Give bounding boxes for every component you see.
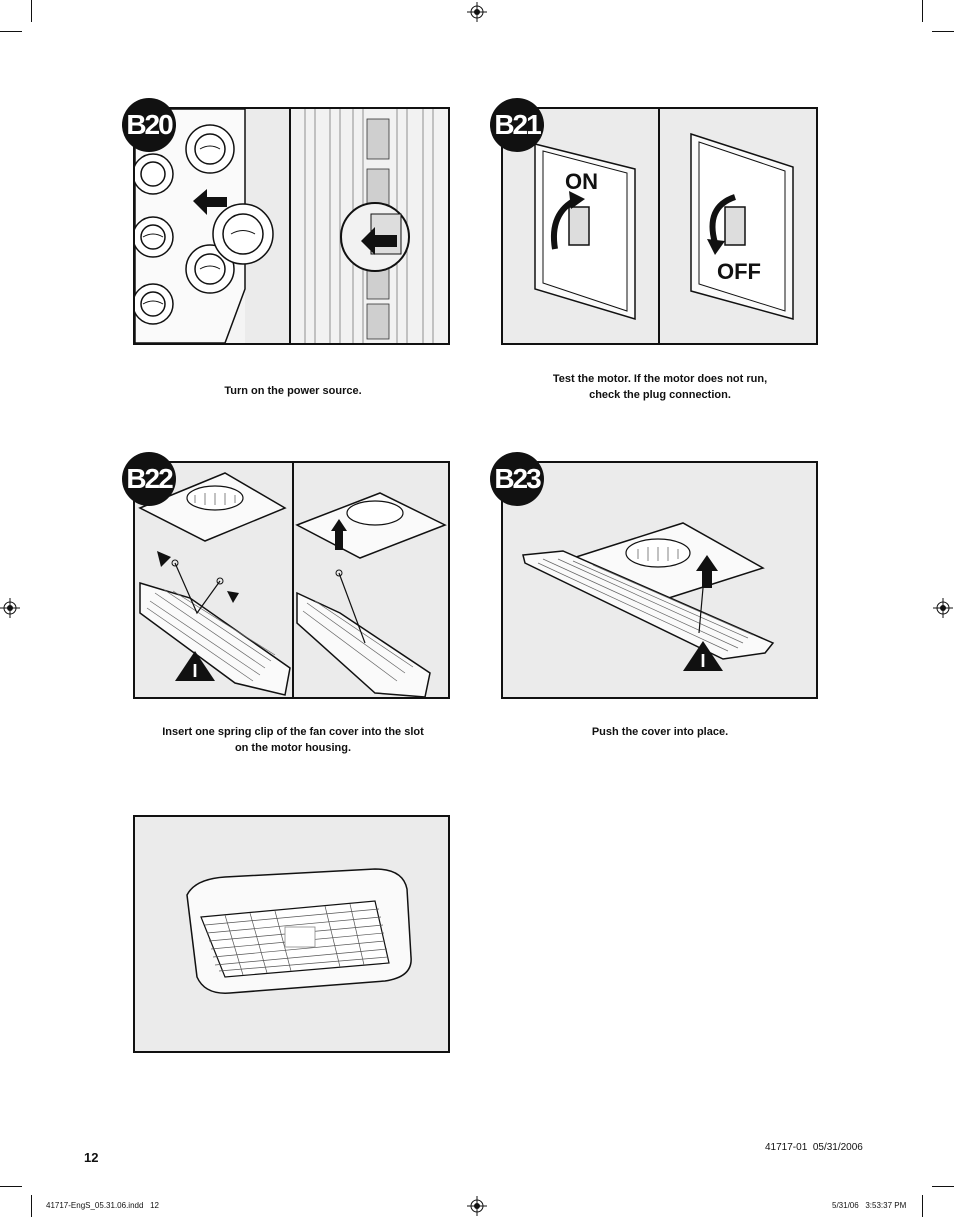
crop-mark — [922, 0, 923, 22]
document-reference: 41717-01 05/31/2006 — [765, 1142, 863, 1153]
warning-marker: I — [192, 661, 197, 681]
step-b21-caption: Test the motor. If the motor does not ru… — [500, 371, 820, 403]
registration-mark-icon — [933, 598, 953, 618]
caption-line: Test the motor. If the motor does not ru… — [552, 373, 768, 385]
step-b23-caption: Push the cover into place. — [591, 726, 729, 738]
crop-mark — [932, 31, 954, 32]
caption-line: on the motor housing. — [234, 742, 352, 754]
step-b20-caption: Turn on the power source. — [224, 385, 362, 397]
step-badge: B20 — [122, 98, 176, 152]
step-badge: B21 — [490, 98, 544, 152]
installed-fan-cover-illustration — [186, 868, 412, 994]
warning-marker: I — [700, 651, 705, 671]
print-timestamp: 5/31/06 3:53:37 PM — [832, 1201, 907, 1210]
crop-mark — [0, 31, 22, 32]
crop-mark — [922, 1195, 923, 1217]
step-b23-panel: I — [501, 461, 818, 699]
step-b22-panel: I — [133, 461, 450, 699]
registration-mark-icon — [0, 598, 20, 618]
spring-clip-illustration: I — [138, 463, 447, 697]
wall-switch-illustration: ON OFF — [534, 109, 794, 343]
power-panel-illustration — [135, 109, 448, 343]
page-number: 12 — [84, 1150, 99, 1165]
crop-mark — [932, 1186, 954, 1187]
caption-line: check the plug connection. — [589, 389, 731, 401]
registration-mark-icon — [467, 2, 487, 22]
step-b21-panel: ON OFF — [501, 107, 818, 345]
file-info: 41717-EngS_05.31.06.indd 12 — [46, 1201, 159, 1210]
installed-cover-panel — [133, 815, 450, 1053]
caption-line: Insert one spring clip of the fan cover … — [162, 726, 424, 738]
push-cover-illustration: I — [522, 522, 775, 671]
step-badge: B22 — [122, 452, 176, 506]
crop-mark — [31, 1195, 32, 1217]
step-badge: B23 — [490, 452, 544, 506]
step-b22-caption: Insert one spring clip of the fan cover … — [133, 724, 453, 756]
crop-mark — [0, 1186, 22, 1187]
crop-mark — [31, 0, 32, 22]
registration-mark-icon — [467, 1196, 487, 1216]
off-label: OFF — [717, 259, 761, 284]
on-label: ON — [565, 169, 598, 194]
step-b20-panel — [133, 107, 450, 345]
